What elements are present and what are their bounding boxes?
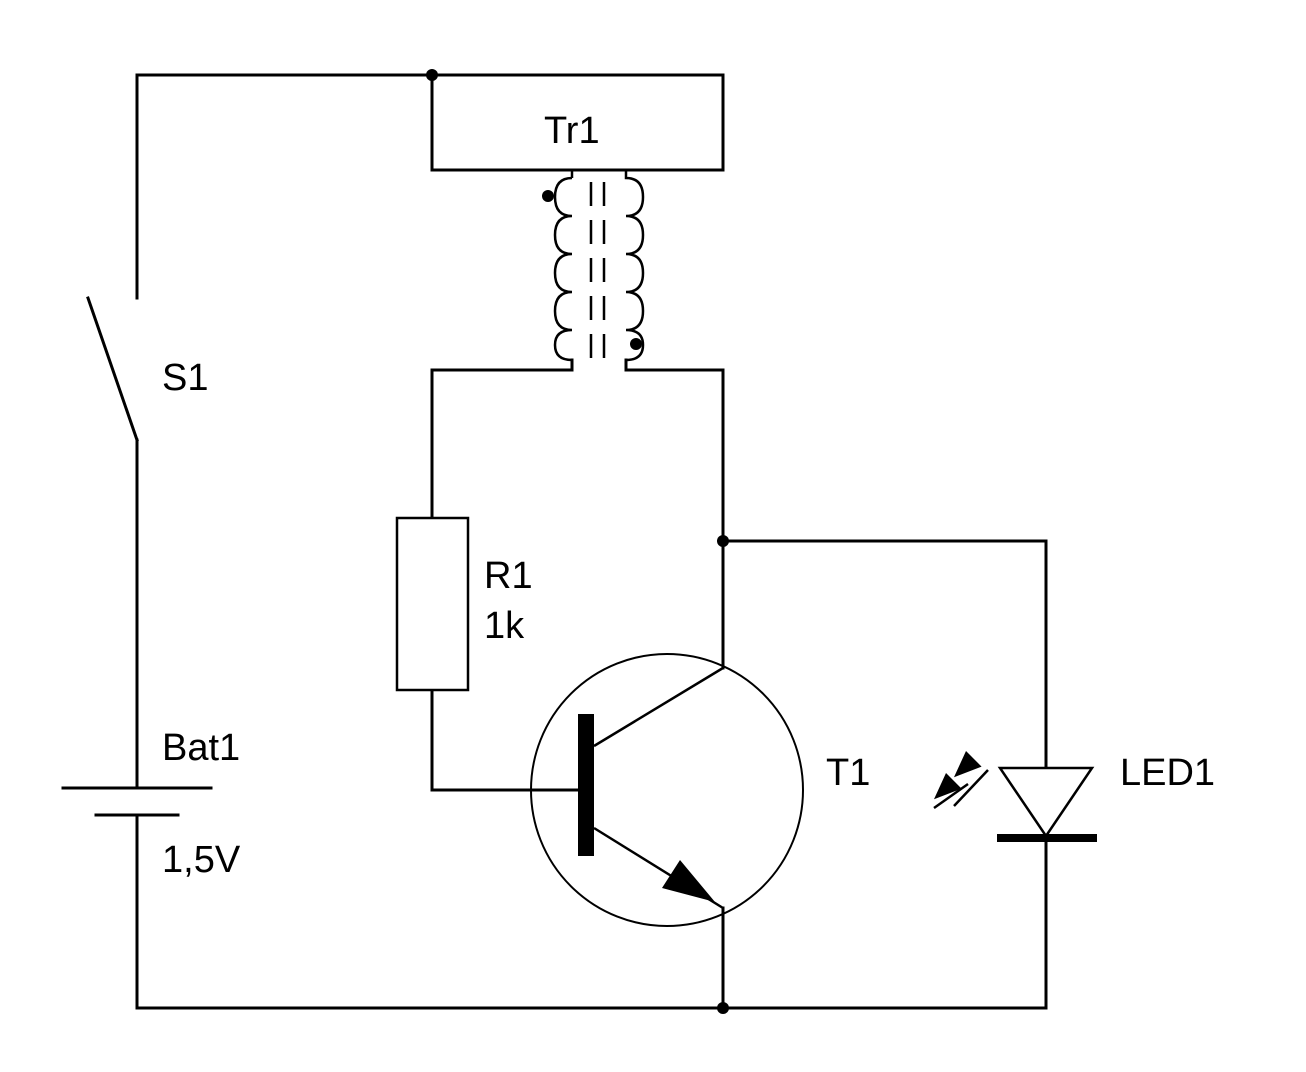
transistor-collector [593,666,724,748]
wire-collector-led [721,539,1048,770]
junction-dot [426,69,438,81]
wire-left-lower [135,813,1048,1010]
led-emission-arrow [933,782,969,810]
led-label: LED1 [1120,752,1215,794]
transistor-base-bar [578,714,594,856]
wires [135,73,1048,1010]
battery-bat1 [61,786,213,817]
led-emission-arrow [953,769,989,807]
led1 [933,751,1097,842]
primary-winding [553,176,573,362]
transformer-label: Tr1 [544,110,600,152]
wire-secondary-right [624,358,725,670]
wire-top-rail [135,73,725,172]
led-cathode-bar [997,834,1097,842]
led-emission-arrowhead [953,751,982,778]
transistor-t1 [530,653,804,927]
polarity-dot [630,338,642,350]
transformer-tr1 [542,170,645,362]
switch-blade [86,296,139,442]
wire-primary-left [430,358,574,520]
emitter-arrow [662,860,715,902]
switch-label: S1 [162,357,208,399]
switch-s1 [86,296,139,442]
junction-dot [717,1002,729,1014]
resistor-r1 [395,516,470,692]
polarity-dot [542,190,554,202]
wire-resistor-base [430,688,582,792]
transistor-envelope [530,653,804,927]
battery-name-label: Bat1 [162,727,240,769]
led-triangle [997,766,1095,839]
resistor-value-label: 1k [484,605,525,647]
secondary-winding [624,170,645,362]
led-emission-arrowhead [933,773,962,800]
junction-dot [717,535,729,547]
battery-value-label: 1,5V [162,839,241,881]
transistor-label: T1 [826,752,870,794]
junctions [426,69,729,1014]
resistor-name-label: R1 [484,555,533,597]
